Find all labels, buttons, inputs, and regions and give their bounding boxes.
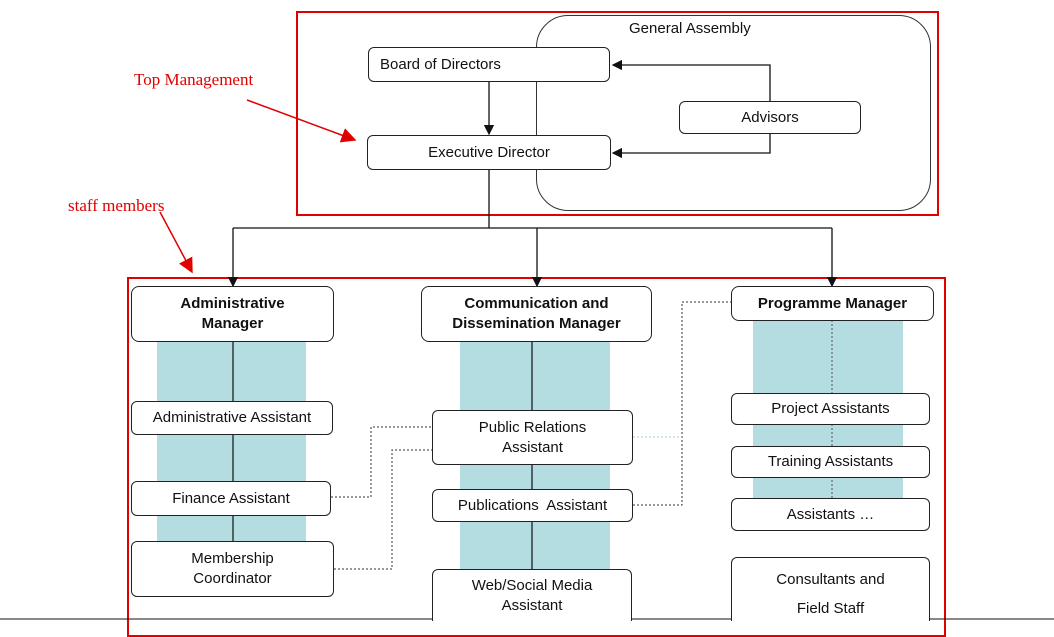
programme-manager-box: Programme Manager <box>731 286 934 321</box>
programme-manager-label: Programme Manager <box>757 294 908 312</box>
general-assembly-title: General Assembly <box>629 20 751 37</box>
consultants-box: Consultants and Field Staff <box>731 557 930 621</box>
staff-members-label: staff members <box>68 196 165 215</box>
finance-assistant-box: Finance Assistant <box>131 481 331 516</box>
org-chart: General Assembly <box>0 11 1054 637</box>
top-management-label: Top Management <box>134 70 254 89</box>
consultants-line2: Field Staff <box>796 600 865 617</box>
assistants-etc-box: Assistants … <box>731 498 930 531</box>
executive-director-label: Executive Director <box>428 143 550 161</box>
publications-assistant-label: Publications Assistant <box>457 496 608 514</box>
training-assistants-box: Training Assistants <box>731 446 930 478</box>
pr-assistant-line1: Public Relations <box>478 418 587 436</box>
comm-manager-line2: Dissemination Manager <box>452 315 621 332</box>
board-of-directors-label: Board of Directors <box>380 55 501 73</box>
membership-coordinator-line1: Membership <box>191 550 274 567</box>
general-assembly-shape <box>536 15 931 211</box>
web-social-line1: Web/Social Media <box>471 576 593 594</box>
advisors-box: Advisors <box>679 101 861 134</box>
pr-assistant-line2: Assistant <box>502 438 563 456</box>
project-assistants-label: Project Assistants <box>771 400 890 417</box>
finance-assistant-label: Finance Assistant <box>172 489 290 507</box>
connector-lines <box>0 59 1054 620</box>
publications-assistant-box: Publications Assistant <box>432 489 633 522</box>
admin-manager-line2: Manager <box>201 315 264 332</box>
board-of-directors-box: Board of Directors <box>368 47 610 82</box>
training-assistants-label: Training Assistants <box>767 453 894 470</box>
web-social-assistant-box: Web/Social Media Assistant <box>432 569 632 621</box>
membership-coordinator-box: Membership Coordinator <box>131 541 334 597</box>
admin-assistant-box: Administrative Assistant <box>131 401 333 435</box>
comm-manager-line1: Communication and <box>464 295 609 312</box>
top-management-outline <box>296 11 939 216</box>
consultants-line1: Consultants and <box>776 571 885 588</box>
admin-assistant-label: Administrative Assistant <box>152 409 312 426</box>
admin-manager-line1: Administrative <box>180 295 285 312</box>
project-assistants-box: Project Assistants <box>731 393 930 425</box>
membership-coordinator-line2: Coordinator <box>193 570 272 587</box>
pr-assistant-box: Public Relations Assistant <box>432 410 633 465</box>
comm-manager-box: Communication and Dissemination Manager <box>421 286 652 342</box>
advisors-label: Advisors <box>741 108 799 126</box>
web-social-line2: Assistant <box>501 596 563 614</box>
assistants-etc-label: Assistants … <box>786 505 875 523</box>
admin-manager-box: Administrative Manager <box>131 286 334 342</box>
executive-director-box: Executive Director <box>367 135 611 170</box>
